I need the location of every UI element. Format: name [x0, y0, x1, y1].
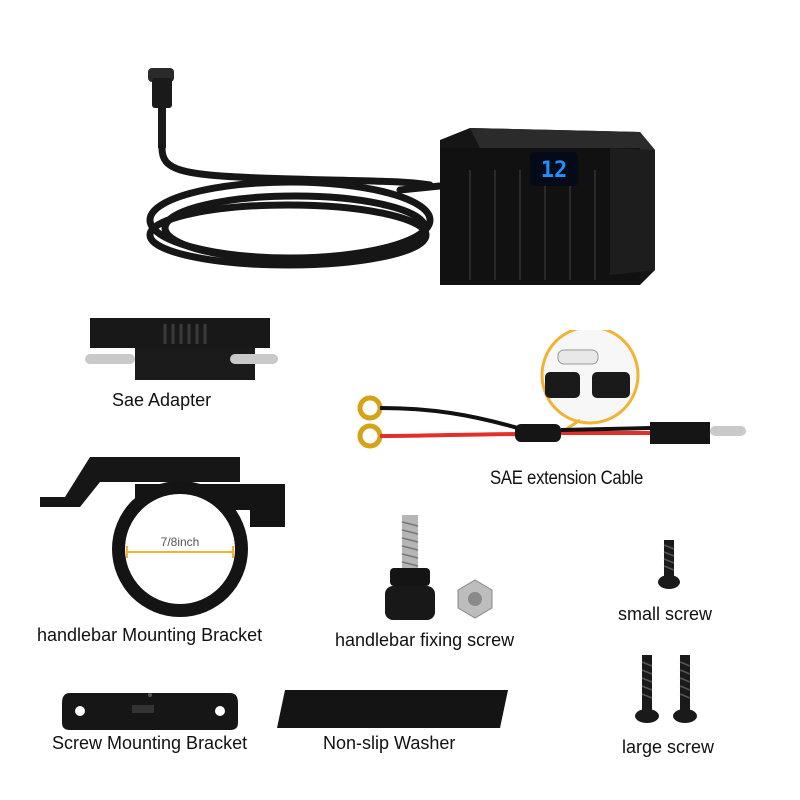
- fuse-callout: [540, 330, 640, 442]
- charger-body: 12: [440, 128, 655, 285]
- voltage-readout: 12: [541, 158, 568, 183]
- sae-adapter: [80, 310, 280, 385]
- large-screws: [625, 650, 710, 730]
- bracket-size-label: 7/8inch: [161, 535, 200, 549]
- handlebar-mounting-bracket: 7/8inch: [35, 452, 295, 617]
- sae-extension-cable: [350, 330, 750, 455]
- small-screw-label: small screw: [618, 604, 713, 624]
- usb-charger-unit: 12: [140, 60, 660, 300]
- sae-plug-icon: [148, 68, 174, 148]
- screw-mounting-bracket-label: Screw Mounting Bracket: [52, 733, 248, 753]
- ring-terminal-icon: [357, 423, 383, 449]
- large-screw-label: large screw: [622, 737, 715, 757]
- small-screw: [650, 535, 690, 595]
- handlebar-mounting-bracket-label: handlebar Mounting Bracket: [37, 625, 263, 645]
- screw-mounting-bracket: [60, 685, 240, 735]
- handlebar-fixing-screw: [380, 510, 510, 625]
- handlebar-fixing-screw-label: handlebar fixing screw: [335, 630, 515, 650]
- sae-adapter-label: Sae Adapter: [112, 390, 212, 410]
- non-slip-washer: [275, 688, 510, 730]
- sae-extension-cable-label: SAE extension Cable: [490, 468, 643, 489]
- ring-terminal-icon: [357, 395, 383, 421]
- non-slip-washer-label: Non-slip Washer: [323, 733, 456, 753]
